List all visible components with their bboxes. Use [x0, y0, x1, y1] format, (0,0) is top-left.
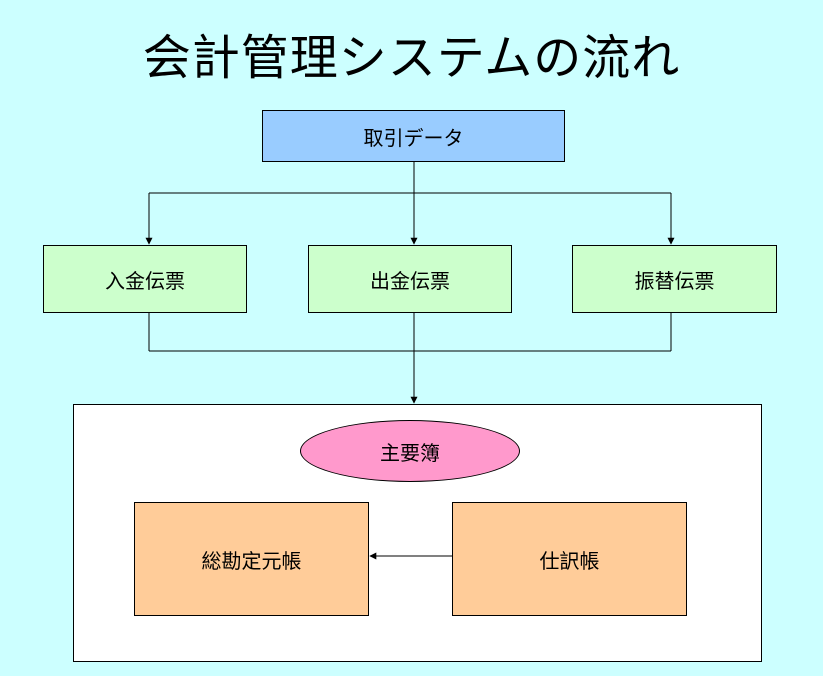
node-main-books: 主要簿 [300, 420, 520, 482]
node-receipt-slip: 入金伝票 [43, 245, 247, 313]
node-transaction-data: 取引データ [262, 110, 565, 162]
node-journal: 仕訳帳 [452, 502, 687, 616]
node-payment-slip: 出金伝票 [308, 245, 512, 313]
page-title: 会計管理システムの流れ [142, 30, 681, 86]
node-general-ledger: 総勘定元帳 [134, 502, 369, 616]
node-transfer-slip: 振替伝票 [572, 245, 777, 313]
